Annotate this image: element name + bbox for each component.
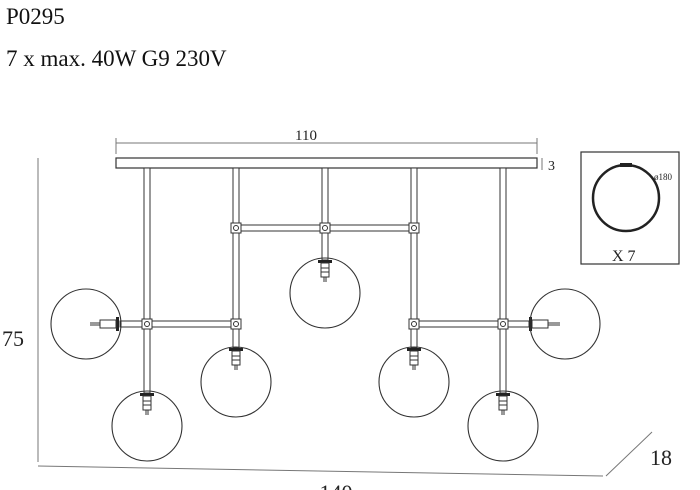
plate-thickness-label: 3 — [548, 159, 555, 174]
height-dimension: 75 — [2, 158, 39, 462]
globe — [200, 346, 272, 418]
depth-dimension: 18 — [605, 431, 672, 477]
globe — [378, 346, 450, 418]
top-width-dimension: 110 — [115, 128, 538, 154]
globe — [289, 257, 361, 329]
height-label: 75 — [2, 326, 24, 351]
product-code: P0295 — [6, 4, 65, 29]
globe — [111, 390, 183, 462]
glass-globes — [50, 257, 601, 462]
product-spec: 7 x max. 40W G9 230V — [6, 46, 227, 71]
globe — [467, 390, 539, 462]
bottom-width-dimension: 140 — [37, 465, 604, 490]
bottom-width-label: 140 — [320, 480, 353, 490]
inset-count-label: X 7 — [612, 248, 636, 265]
side-socket-left — [90, 317, 119, 331]
inset-diameter-label: ø180 — [654, 172, 673, 182]
globe — [50, 288, 122, 360]
down-sockets — [139, 259, 511, 416]
globe-inset: ø180 X 7 — [580, 151, 680, 265]
vertical-rods — [143, 167, 507, 394]
globe — [529, 288, 601, 360]
plate-thickness-dimension: 3 — [541, 158, 555, 174]
top-width-label: 110 — [295, 128, 317, 144]
side-socket-right — [529, 317, 560, 331]
depth-label: 18 — [650, 445, 672, 470]
ceiling-plate — [115, 157, 538, 169]
